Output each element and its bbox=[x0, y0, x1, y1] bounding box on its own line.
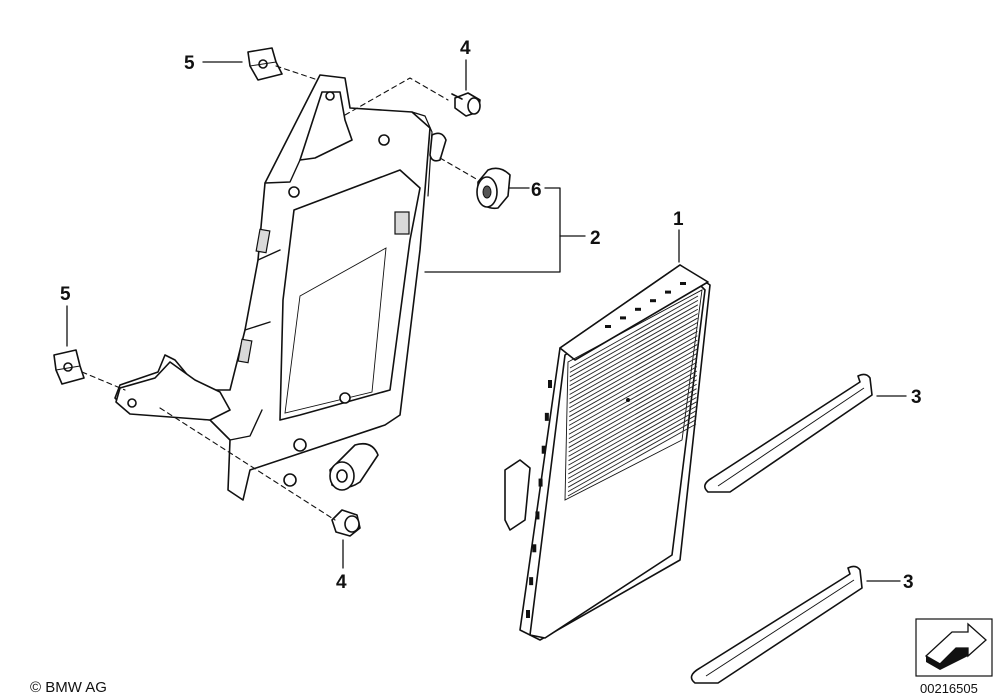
callout-2: 2 bbox=[590, 228, 601, 249]
top-notch bbox=[680, 282, 686, 285]
grille-slot bbox=[568, 401, 697, 475]
copyright-label: © BMW AG bbox=[30, 679, 107, 696]
diagram-number: 00216505 bbox=[920, 681, 978, 696]
grille-slot bbox=[568, 379, 697, 453]
edge-notch bbox=[548, 380, 552, 388]
clip-nut-left-part[interactable] bbox=[53, 349, 85, 385]
arrow-box-icon bbox=[915, 618, 993, 677]
grille-slot bbox=[568, 375, 697, 448]
edge-notch bbox=[541, 445, 546, 454]
callout-1: 1 bbox=[673, 209, 684, 230]
grille-slot bbox=[568, 405, 697, 479]
callout-3-upper: 3 bbox=[911, 387, 922, 408]
callout-5-top: 5 bbox=[184, 53, 195, 74]
clip-nut-top-part[interactable] bbox=[247, 47, 283, 81]
callout-4-bottom: 4 bbox=[336, 572, 347, 593]
edge-notch bbox=[535, 511, 540, 520]
bracket-part[interactable] bbox=[114, 74, 447, 501]
grille-slot bbox=[568, 392, 697, 466]
top-notch bbox=[650, 299, 656, 303]
grille-slot bbox=[569, 308, 699, 382]
screw-top-part[interactable] bbox=[451, 92, 481, 117]
edge-notch bbox=[544, 412, 549, 421]
grille-slot bbox=[569, 322, 698, 395]
grille-slot bbox=[567, 414, 697, 488]
top-notch bbox=[665, 290, 671, 294]
edge-notch bbox=[529, 577, 534, 586]
top-notch bbox=[605, 325, 611, 328]
grille-slot bbox=[569, 335, 698, 409]
grille-slot bbox=[569, 300, 699, 373]
grille-slot bbox=[569, 313, 698, 387]
grille-slot bbox=[568, 357, 698, 431]
assembly-lines bbox=[81, 65, 479, 521]
grille-slot bbox=[568, 388, 697, 462]
callout-5-left: 5 bbox=[60, 284, 71, 305]
bracket-damper bbox=[329, 442, 379, 491]
wire-holder-lower-part[interactable] bbox=[690, 565, 863, 684]
grille-slot bbox=[567, 410, 697, 484]
grille-slot bbox=[569, 344, 698, 417]
grille-slot bbox=[569, 330, 698, 404]
control-unit-part[interactable] bbox=[504, 264, 711, 641]
grille-slot bbox=[569, 317, 698, 391]
top-notch bbox=[635, 307, 641, 311]
grille-slot bbox=[569, 304, 699, 378]
rubber-damper-part[interactable] bbox=[476, 167, 511, 210]
grille-slot bbox=[568, 352, 698, 426]
grille-slot bbox=[568, 383, 697, 457]
grille-slot bbox=[567, 419, 697, 492]
callout-4-top: 4 bbox=[460, 38, 471, 59]
grille-slot bbox=[569, 295, 699, 369]
grille-slot bbox=[568, 397, 697, 470]
wire-holder-upper-part[interactable] bbox=[704, 373, 873, 493]
callout-3-lower: 3 bbox=[903, 572, 914, 593]
edge-notch bbox=[532, 544, 537, 553]
grille-slot bbox=[567, 423, 697, 497]
callout-6: 6 bbox=[531, 180, 542, 201]
grille-slot bbox=[568, 370, 698, 444]
leader-lines bbox=[66, 59, 907, 582]
edge-notch bbox=[538, 478, 543, 487]
edge-notch bbox=[526, 610, 530, 618]
grille-slot bbox=[568, 348, 698, 422]
grille-slot bbox=[569, 339, 698, 413]
grille-slot bbox=[569, 326, 698, 400]
grille-slot bbox=[568, 361, 698, 435]
grille-slots bbox=[567, 295, 699, 497]
screw-bottom-part[interactable] bbox=[331, 509, 361, 537]
top-notch bbox=[620, 316, 626, 320]
grille-slot bbox=[568, 366, 698, 440]
